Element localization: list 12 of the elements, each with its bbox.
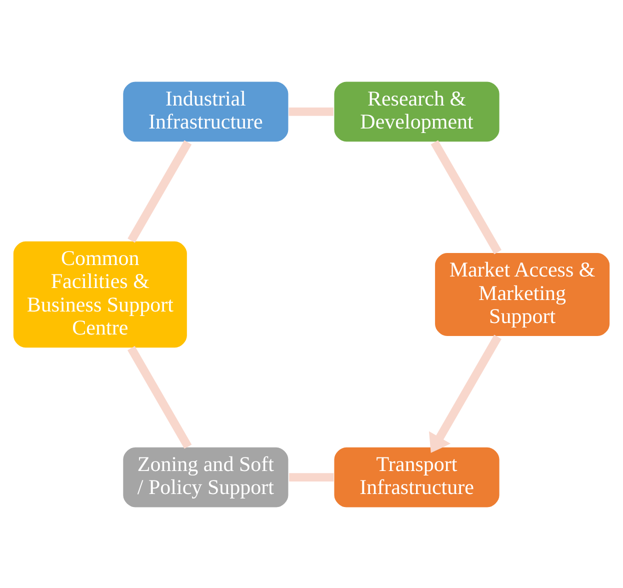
- node-box: Common Facilities & Business Support Centre: [12, 240, 188, 348]
- node-box: Zoning and Soft / Policy Support: [122, 446, 290, 508]
- node-box: Market Access & Marketing Support: [434, 251, 611, 337]
- node-box: Industrial Infrastructure: [122, 80, 290, 142]
- connector: [430, 140, 502, 254]
- connector: [128, 346, 192, 448]
- connector: [288, 107, 334, 116]
- connector: [128, 140, 192, 242]
- connector: [289, 472, 334, 481]
- node-box: Research & Development: [333, 80, 500, 142]
- node-box: Transport Infrastructure: [333, 446, 500, 508]
- arrow: [428, 334, 502, 452]
